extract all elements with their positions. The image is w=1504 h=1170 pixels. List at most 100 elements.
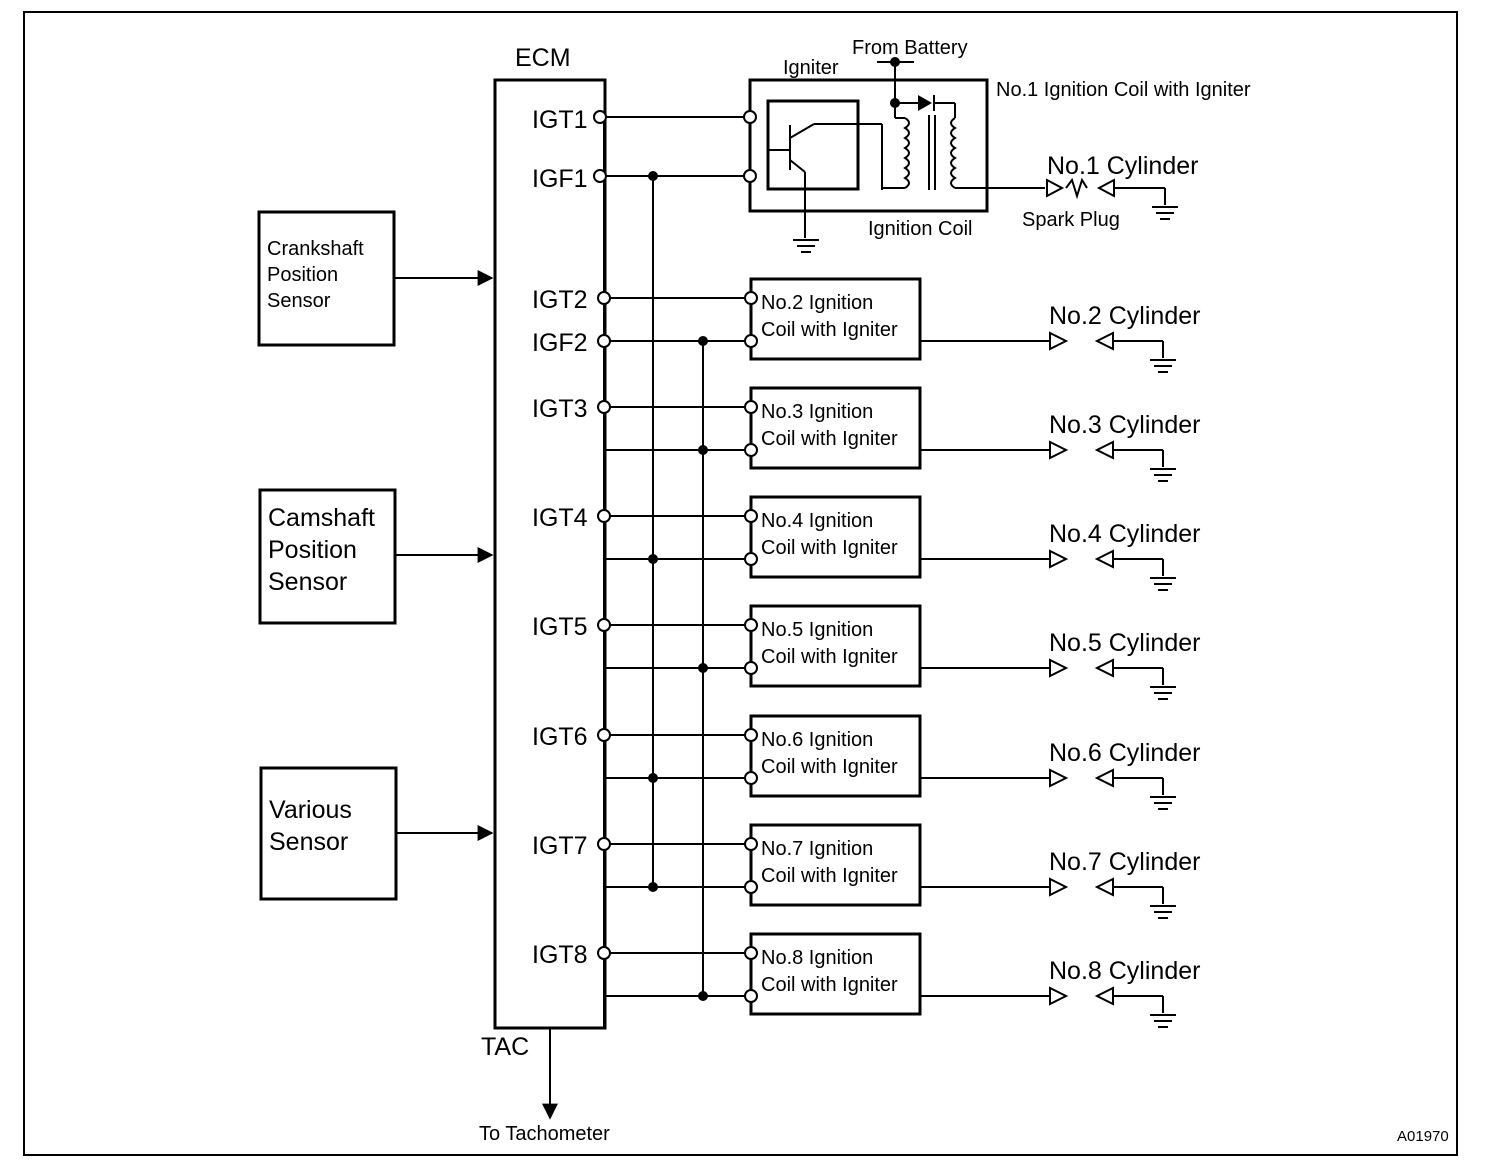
ecm-terminal-igf1 [593, 169, 607, 183]
coil-label: Coil with Igniter [761, 646, 898, 668]
spark-plug-electrode [1049, 877, 1069, 897]
spark-plug-electrode [1094, 986, 1114, 1006]
igt-label: IGT2 [532, 286, 588, 314]
no1-ignition-coil-with-igniter: IGT1 IGF1 From Battery Igniter No.1 Igni… [532, 37, 1251, 253]
spark-plug-electrode [1049, 549, 1069, 569]
cylinder-label: No.6 Cylinder [1049, 739, 1200, 767]
ecm-terminal [597, 509, 611, 523]
junction-dot [648, 171, 658, 181]
sensor-label: Sensor [269, 828, 348, 856]
ecm-terminal [597, 618, 611, 632]
ecm-title: ECM [515, 44, 571, 72]
igniter-box [766, 99, 860, 191]
spark-plug-electrode [1049, 658, 1069, 678]
cylinder-label: No.3 Cylinder [1049, 411, 1200, 439]
cylinder-label: No.7 Cylinder [1049, 848, 1200, 876]
igt-label: IGT5 [532, 613, 588, 641]
coil-label: No.7 Ignition [761, 838, 873, 860]
various-sensor: Various Sensor [259, 766, 494, 901]
cylinder-label: No.4 Cylinder [1049, 520, 1200, 548]
coil-label: Coil with Igniter [761, 319, 898, 341]
figure-code: A01970 [1397, 1128, 1449, 1145]
coil-label: No.8 Ignition [761, 947, 873, 969]
spark-plug-electrode [1049, 440, 1069, 460]
sensor-label: Camshaft [268, 504, 375, 532]
coil-label: No.4 Ignition [761, 510, 873, 532]
spark-plug-electrode [1094, 331, 1114, 351]
igf2-label: IGF2 [532, 329, 588, 357]
spark-plug-electrode [1049, 331, 1069, 351]
camshaft-position-sensor: Camshaft Position Sensor [258, 488, 494, 625]
junction-dot [698, 336, 708, 346]
junction-dot [698, 663, 708, 673]
cylinder-label: No.2 Cylinder [1049, 302, 1200, 330]
spark-plug-electrode [1094, 658, 1114, 678]
coil-label: No.5 Ignition [761, 619, 873, 641]
sensor-label: Position [267, 264, 338, 286]
tac-label: TAC [481, 1033, 529, 1061]
coil-box [749, 932, 922, 1016]
coil-label: Coil with Igniter [761, 428, 898, 450]
igf1-label: IGF1 [532, 165, 588, 193]
ecm-terminal [597, 291, 611, 305]
sensor-label: Sensor [268, 568, 347, 596]
coil-box [749, 714, 922, 798]
junction-dot [698, 991, 708, 1001]
coil-label: Coil with Igniter [761, 537, 898, 559]
coil-label: Coil with Igniter [761, 865, 898, 887]
crankshaft-position-sensor: Crankshaft Position Sensor [257, 210, 494, 347]
coil-box [749, 277, 922, 361]
junction-dot [698, 445, 708, 455]
sensor-label: Various [269, 796, 352, 824]
spark-plug-electrode [1094, 440, 1114, 460]
ecm-terminal-igt1 [593, 110, 607, 124]
coil-box [749, 386, 922, 470]
no1-cylinder-label: No.1 Cylinder [1047, 152, 1198, 180]
ignition-coil-label: Ignition Coil [868, 218, 973, 240]
cylinder-label: No.5 Cylinder [1049, 629, 1200, 657]
ecm-unit: ECM TAC To Tachometer [479, 44, 610, 1145]
igt-label: IGT7 [532, 832, 588, 860]
junction-dot [648, 882, 658, 892]
spark-plug-electrode [1096, 178, 1115, 198]
sensor-label: Position [268, 536, 357, 564]
ecm-terminal [597, 400, 611, 414]
ecm-terminal [597, 946, 611, 960]
coil-box [749, 495, 922, 579]
spark-plug-label: Spark Plug [1022, 209, 1120, 231]
junction-dot [648, 773, 658, 783]
from-battery-label: From Battery [852, 37, 968, 59]
ecm-box [493, 78, 607, 1030]
spark-plug-electrode [1049, 768, 1069, 788]
coil-label: No.3 Ignition [761, 401, 873, 423]
no1-assembly-label: No.1 Ignition Coil with Igniter [996, 79, 1251, 101]
to-tachometer-label: To Tachometer [479, 1123, 610, 1145]
igt-label: IGT8 [532, 941, 588, 969]
coil-label: No.6 Ignition [761, 729, 873, 751]
igt1-label: IGT1 [532, 106, 588, 134]
junction-dot [648, 554, 658, 564]
spark-plug-electrode [1046, 178, 1065, 198]
igt-label: IGT4 [532, 504, 588, 532]
spark-plug-electrode [1094, 877, 1114, 897]
spark-plug-electrode [1094, 549, 1114, 569]
ecm-terminal-igf2 [597, 334, 611, 348]
coil-label: No.2 Ignition [761, 292, 873, 314]
coil-box [749, 604, 922, 688]
igt-label: IGT6 [532, 723, 588, 751]
ecm-terminal [597, 837, 611, 851]
spark-plug-electrode [1094, 768, 1114, 788]
coil-label: Coil with Igniter [761, 974, 898, 996]
igniter-label: Igniter [783, 57, 839, 79]
spark-plug-electrode [1049, 986, 1069, 1006]
coil-label: Coil with Igniter [761, 756, 898, 778]
coil-box [749, 823, 922, 907]
cylinder-label: No.8 Cylinder [1049, 957, 1200, 985]
